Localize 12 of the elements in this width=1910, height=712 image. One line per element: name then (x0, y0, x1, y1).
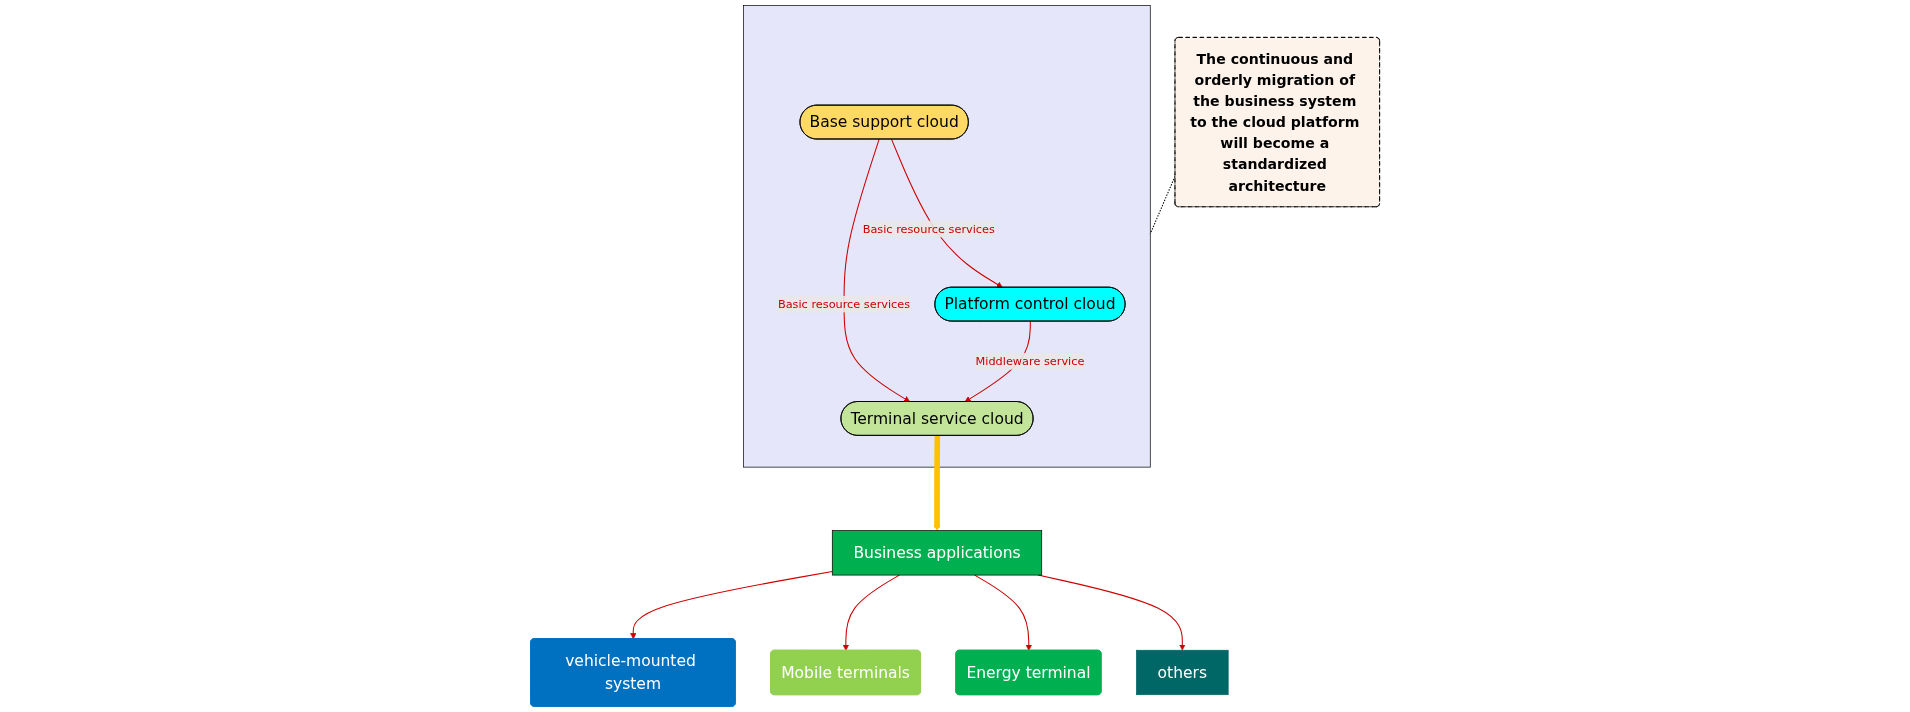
cluster (743, 5, 1151, 468)
arrow (843, 138, 910, 403)
edge-label: Basic resource services (777, 297, 911, 311)
arrow (842, 574, 900, 651)
node-box: others (1135, 649, 1229, 696)
arrow (933, 435, 941, 531)
edge-label: Middleware service (975, 354, 1085, 368)
arrow (630, 570, 833, 640)
arrow (890, 138, 1003, 288)
node-box: Business applications (831, 530, 1042, 576)
arrow (974, 574, 1032, 651)
edge-label: Basic resource services (862, 222, 995, 236)
